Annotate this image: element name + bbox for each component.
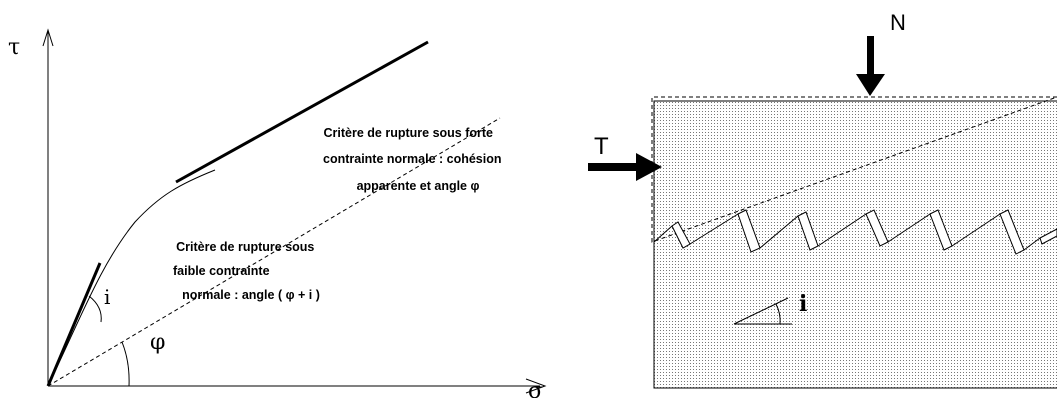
tau-axis-arrow-icon (42, 28, 54, 47)
high-stress-line-3: apparente et angle φ (357, 179, 480, 193)
asperity-angle-icon (733, 297, 792, 325)
high-stress-line-2: contrainte normale : cohésion (323, 152, 502, 166)
high-stress-criterion-text: Critère de rupture sous forte contrainte… (323, 126, 505, 193)
high-stress-tangent (175, 40, 429, 184)
sigma-axis-label: σ (528, 379, 543, 398)
joint-profile (653, 225, 673, 243)
asperity-angle-label: i (799, 291, 807, 317)
angle-phi-label: φ (150, 330, 165, 355)
joint-profile (689, 213, 739, 245)
sawtooth-joint-block: N T i (588, 10, 1057, 389)
normal-force-label: N (890, 10, 906, 35)
joint-profile (1023, 237, 1041, 251)
normal-force-arrow-icon (856, 36, 885, 96)
sigma-axis-arrow-icon (525, 378, 547, 394)
failure-envelope-curve (47, 169, 216, 387)
low-stress-criterion-text: Critère de rupture sous faible contraint… (173, 240, 320, 302)
rock-body (654, 101, 1057, 389)
shear-force-label: T (594, 133, 609, 160)
sawtooth-joint (653, 209, 1057, 255)
shear-force-arrow-icon (588, 153, 662, 181)
angle-i-arc (88, 295, 102, 323)
high-stress-line-1: Critère de rupture sous forte (324, 126, 494, 140)
low-stress-line-1: Critère de rupture sous (176, 240, 314, 254)
asperity-gap (999, 209, 1025, 255)
joint-profile (887, 213, 931, 243)
mohr-coulomb-graph: τ σ i φ Critère de rupture sous forte co… (8, 28, 547, 398)
lower-block-outline (653, 100, 1057, 389)
angle-phi-arc (121, 341, 130, 387)
low-stress-line-3: normale : angle ( φ + i ) (182, 288, 320, 302)
phi-dashed-line (47, 117, 501, 387)
asperity-gap (1039, 228, 1057, 245)
angle-i-label: i (104, 285, 110, 309)
joint-profile (817, 213, 867, 247)
joint-profile (951, 213, 1001, 247)
joint-profile (759, 215, 799, 249)
tau-axis-label: τ (8, 35, 20, 60)
low-stress-tangent (46, 262, 102, 387)
low-stress-line-2: faible contrainte (173, 264, 270, 278)
